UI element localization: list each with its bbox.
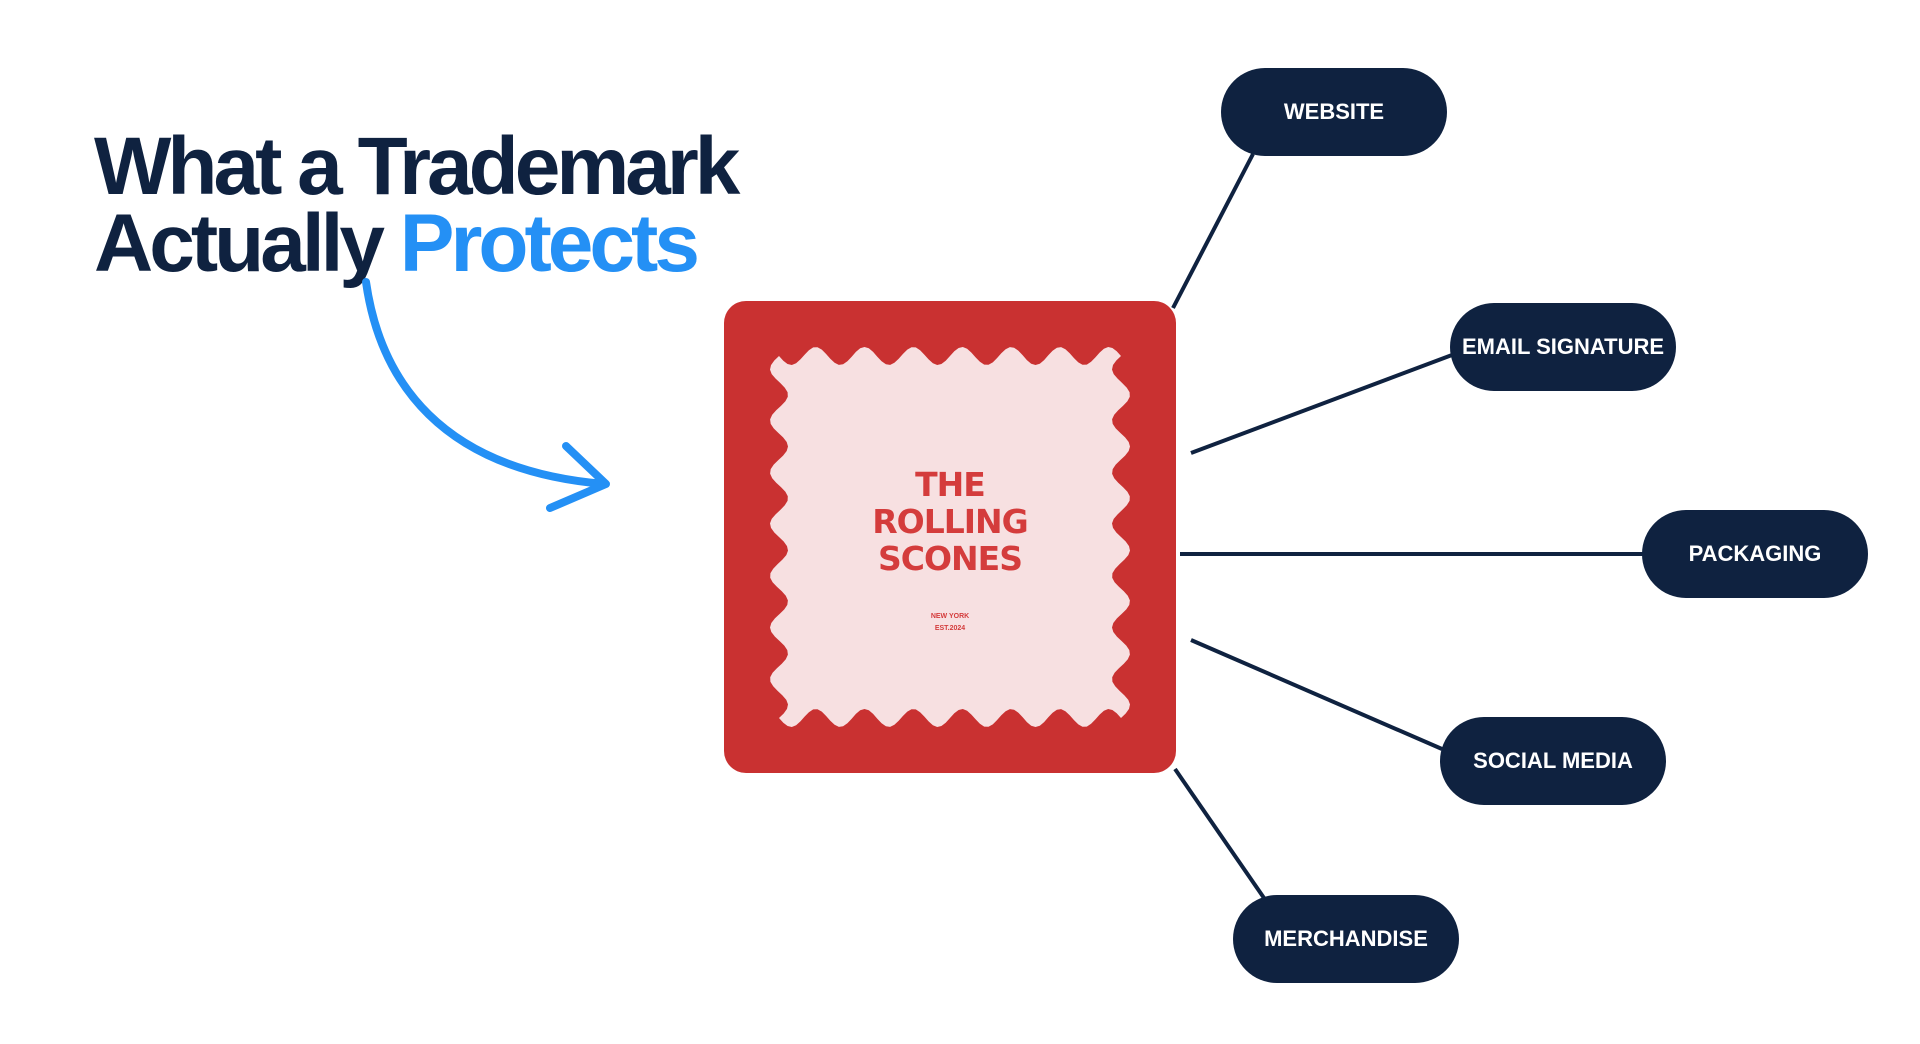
title-line-1: What a Trademark: [94, 121, 740, 212]
brand-location: NEW YORK: [930, 613, 970, 620]
brand-name-line-2: ROLLING: [872, 502, 1029, 541]
brand-name-line-3: SCONES: [878, 539, 1023, 578]
connector-email-signature: [1190, 353, 1453, 455]
curved-arrow-icon: [362, 278, 610, 512]
brand-logo: THE ROLLING SCONES NEW YORK EST.2024: [724, 301, 1176, 773]
brand-name-line-1: THE: [915, 465, 986, 504]
use-packaging: PACKAGING: [1642, 510, 1868, 598]
wavy-frame-icon: [770, 347, 1130, 727]
brand-established: EST.2024: [934, 625, 966, 632]
connector-merchandise: [1173, 767, 1266, 900]
connector-social-media: [1190, 638, 1443, 751]
use-merchandise: MERCHANDISE: [1233, 895, 1459, 983]
connector-website: [1171, 153, 1255, 309]
brand-subtitle: NEW YORK EST.2024: [724, 611, 1176, 635]
use-email-signature: EMAIL SIGNATURE: [1450, 303, 1676, 391]
use-social-media: SOCIAL MEDIA: [1440, 717, 1666, 805]
use-website: WEBSITE: [1221, 68, 1447, 156]
title-line-2-prefix: Actually: [94, 198, 385, 289]
title-highlight: Protects: [399, 198, 700, 289]
brand-name: THE ROLLING SCONES: [724, 466, 1176, 577]
page-title: What a Trademark Actually Protects: [94, 126, 740, 285]
